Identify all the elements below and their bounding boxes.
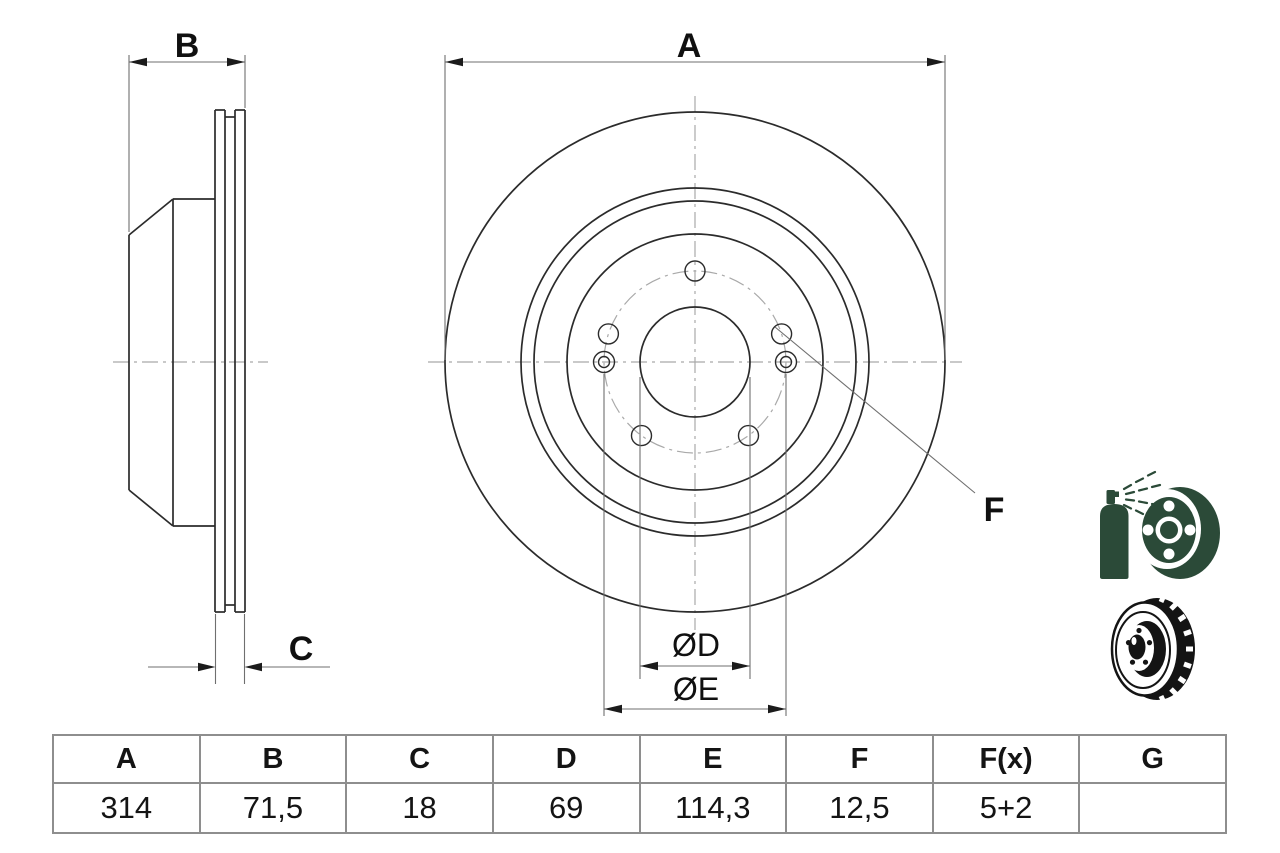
- dimension-E: ØE: [603, 374, 787, 716]
- vented-disc-icon: [1110, 595, 1195, 703]
- dimension-C-label: C: [289, 630, 314, 668]
- dimension-B: B: [128, 27, 246, 232]
- dimension-D-label: ØD: [672, 627, 720, 663]
- dimension-table-value-row: 314 71,5 18 69 114,3 12,5 5+2: [52, 782, 1227, 834]
- icon-bolt-hole: [1142, 524, 1154, 536]
- dimension-F-label: F: [984, 491, 1005, 529]
- coated-disc-graphic: [1133, 487, 1220, 579]
- icon-bolt-hole: [1163, 548, 1175, 560]
- friction-face-edge: [1115, 611, 1171, 689]
- arrowhead: [732, 661, 750, 671]
- table-header-cell: C: [345, 734, 494, 784]
- bolt-hole: [684, 260, 706, 282]
- table-value-cell: [1078, 782, 1227, 834]
- arrowhead: [198, 662, 216, 672]
- spray-can: [1100, 490, 1129, 579]
- bolt-holes: [597, 260, 793, 447]
- disc-outer-circle: [444, 111, 946, 613]
- table-header-cell: G: [1078, 734, 1227, 784]
- arrowhead: [604, 704, 622, 714]
- hat-flange-circle: [566, 233, 824, 491]
- dimension-C: C: [148, 614, 330, 684]
- dimension-E-label: ØE: [673, 671, 719, 707]
- arrowhead: [927, 57, 945, 67]
- table-value-cell: 18: [345, 782, 494, 834]
- arrowhead: [227, 57, 245, 67]
- bolt-circle: [603, 270, 787, 454]
- icon-bolt-hole: [1163, 500, 1175, 512]
- arrowhead: [129, 57, 147, 67]
- arrowhead: [445, 57, 463, 67]
- screw-hole-inner: [779, 355, 793, 369]
- icon-bolt-hole: [1184, 524, 1196, 536]
- screw-hole-outer: [592, 350, 616, 374]
- dimension-F: F: [774, 326, 1005, 529]
- dimension-B-label: B: [175, 27, 200, 65]
- spray-coated-disc-icon: [1100, 470, 1220, 579]
- spray-mist: [1122, 470, 1162, 516]
- dimension-D: ØD: [639, 377, 751, 679]
- table-header-cell: E: [638, 734, 788, 784]
- hat-drum-circle: [533, 200, 857, 524]
- table-value-cell: 69: [491, 782, 641, 834]
- hub-bolt-holes: [1125, 627, 1153, 665]
- arrowhead: [768, 704, 786, 714]
- leader-line: [774, 326, 976, 494]
- table-value-cell: 12,5: [785, 782, 934, 834]
- dimension-A-label: A: [677, 27, 702, 65]
- bolt-hole: [737, 424, 760, 447]
- screw-hole-outer: [774, 350, 798, 374]
- table-header-cell: B: [198, 734, 348, 784]
- side-section-view: B C: [113, 27, 330, 684]
- table-header-cell: D: [491, 734, 641, 784]
- arrowhead: [640, 661, 658, 671]
- bolt-hole: [630, 424, 653, 447]
- table-value-cell: 71,5: [198, 782, 348, 834]
- alignment-screw-holes: [592, 350, 798, 374]
- hub-bore: [1128, 634, 1146, 660]
- table-header-cell: A: [52, 734, 201, 784]
- table-value-cell: 114,3: [638, 782, 788, 834]
- vent-slots: [1158, 595, 1193, 703]
- bolt-hole: [597, 323, 620, 345]
- table-header-cell: F: [785, 734, 934, 784]
- dimension-table: A B C D E F F(x) G 314 71,5 18 69 114,3 …: [52, 734, 1227, 834]
- center-bore-circle: [639, 306, 751, 418]
- table-value-cell: 5+2: [931, 782, 1081, 834]
- bolt-hole: [770, 323, 793, 345]
- friction-surface-inner-circle: [520, 187, 870, 537]
- front-view: A ØD ØE F: [428, 27, 1004, 716]
- arrowhead: [244, 662, 262, 672]
- screw-hole-inner: [597, 355, 611, 369]
- dimension-A: A: [444, 27, 946, 360]
- bore-highlight: [1131, 637, 1137, 645]
- dimension-table-header-row: A B C D E F F(x) G: [52, 734, 1227, 784]
- side-view-profile: [128, 109, 246, 613]
- table-value-cell: 314: [52, 782, 201, 834]
- table-header-cell: F(x): [931, 734, 1081, 784]
- drawing-canvas: B C: [113, 27, 1220, 716]
